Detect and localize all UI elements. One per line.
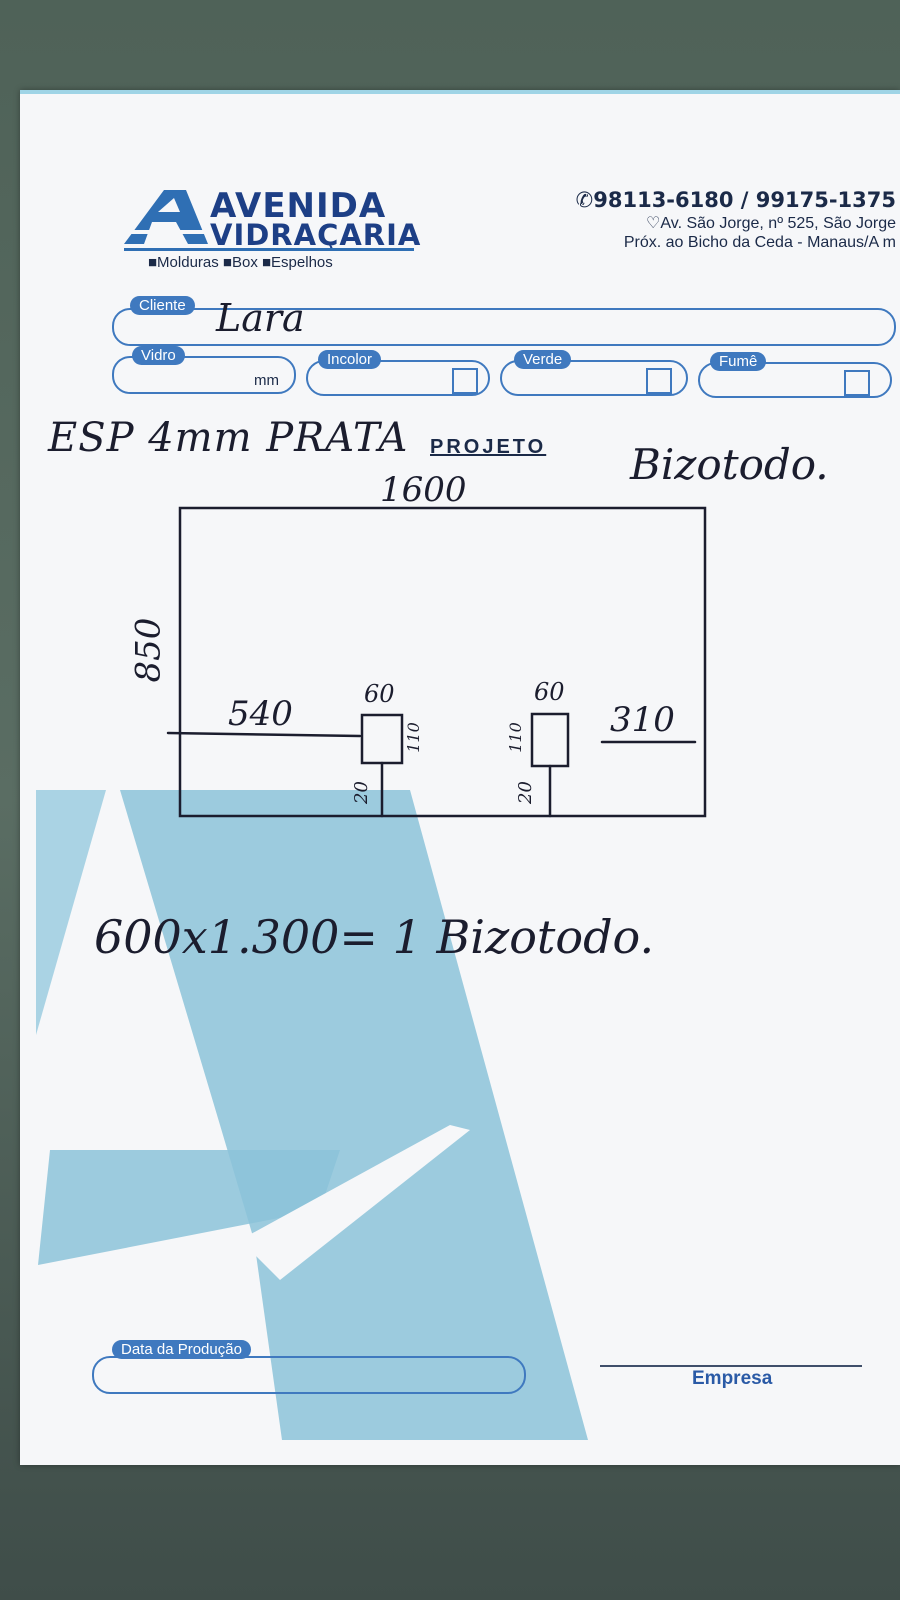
data-producao-label: Data da Produção <box>112 1340 251 1359</box>
mirror-drawing <box>166 506 707 818</box>
right-offset-dimension: 310 <box>610 700 675 740</box>
glass-spec-note: ESP 4mm PRATA <box>48 415 409 461</box>
cliente-label: Cliente <box>130 296 195 315</box>
cutout-left-width: 60 <box>364 680 395 708</box>
phone-numbers: ✆98113-6180 / 99175-1375 <box>575 188 896 212</box>
incolor-field[interactable] <box>306 360 490 396</box>
bottom-left-offset: 20 <box>350 781 372 804</box>
mirror-outline <box>178 506 707 818</box>
incolor-checkbox[interactable] <box>452 368 478 394</box>
vidro-label: Vidro <box>132 346 185 365</box>
watermark-logo-art <box>36 790 588 1440</box>
fume-field[interactable] <box>698 362 892 398</box>
vidro-field[interactable] <box>112 356 296 394</box>
brand-underline <box>124 248 414 251</box>
vidro-unit: mm <box>254 372 279 389</box>
cutout-left <box>360 713 404 765</box>
address: ♡Av. São Jorge, nº 525, São Jorge <box>646 215 896 232</box>
brand-a-logo-icon <box>124 190 208 244</box>
cutout-right-height: 110 <box>505 722 525 753</box>
cliente-field[interactable] <box>112 308 896 346</box>
cutout-right-width: 60 <box>534 678 565 706</box>
summary-note: 600x1.300= 1 Bizotodo. <box>94 910 655 964</box>
empresa-label: Empresa <box>692 1368 773 1389</box>
data-producao-field[interactable] <box>92 1356 526 1394</box>
verde-field[interactable] <box>500 360 688 396</box>
brand-name-line2: VIDRAÇARIA <box>210 218 422 252</box>
finish-note: Bizotodo. <box>630 440 829 489</box>
signature-line <box>600 1365 862 1367</box>
height-dimension: 850 <box>128 617 169 683</box>
brand-name-line1: AVENIDA <box>210 186 387 226</box>
sheet-top-edge <box>20 90 900 94</box>
address-reference: Próx. ao Bicho da Ceda - Manaus/A m <box>623 234 896 251</box>
verde-label: Verde <box>514 350 572 369</box>
contact-block: ✆98113-6180 / 99175-1375 ♡Av. São Jorge,… <box>576 188 896 252</box>
verde-checkbox[interactable] <box>646 368 672 394</box>
left-offset-dimension: 540 <box>228 694 293 734</box>
fume-label: Fumê <box>710 352 767 371</box>
order-sheet: AVENIDA VIDRAÇARIA ■Molduras ■Box ■Espel… <box>20 90 900 1465</box>
brand-tagline: ■Molduras ■Box ■Espelhos <box>148 254 333 271</box>
cutout-left-height: 110 <box>403 722 423 753</box>
projeto-heading: PROJETO <box>430 436 547 458</box>
cliente-value: Lara <box>216 296 305 340</box>
cutout-right <box>530 712 570 768</box>
incolor-label: Incolor <box>318 350 382 369</box>
width-dimension: 1600 <box>380 470 467 510</box>
fume-checkbox[interactable] <box>844 370 870 396</box>
bottom-right-offset: 20 <box>514 781 536 804</box>
